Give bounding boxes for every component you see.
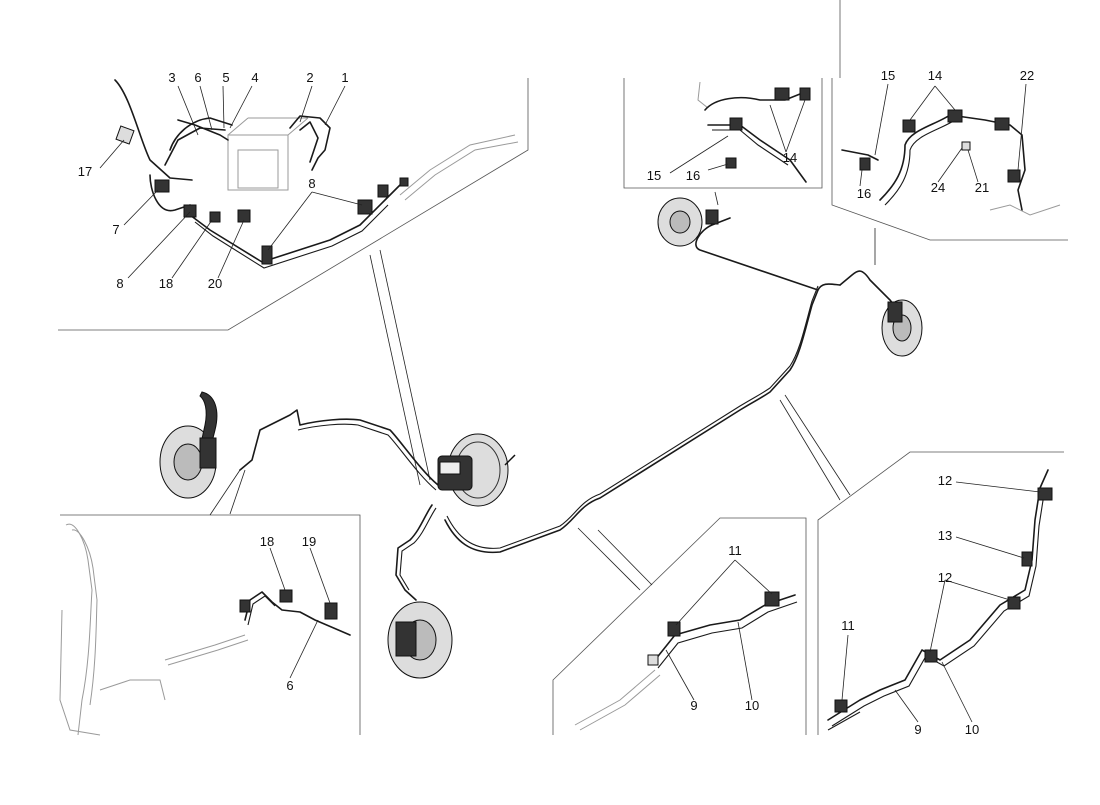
callout-cp-11: 11: [728, 543, 742, 558]
callout-abs-6: 6: [194, 70, 201, 85]
callout-cp-9: 9: [690, 698, 697, 713]
callout-rr-14: 14: [928, 68, 942, 83]
rear-right-brake-disc: [881, 299, 923, 357]
front-left-brake-disc: [159, 391, 218, 499]
callout-fh-6: 6: [286, 678, 293, 693]
callout-fh-19: 19: [302, 534, 316, 549]
callout-abs-2: 2: [306, 70, 313, 85]
callout-rp-12b: 12: [938, 570, 952, 585]
inset-rear-left-clips: [697, 81, 811, 183]
callout-leaders: [99, 83, 1041, 723]
callout-abs-3: 3: [168, 70, 175, 85]
callout-abs-5: 5: [222, 70, 229, 85]
inset-abs-unit: [114, 79, 519, 269]
callout-rr-21: 21: [975, 180, 989, 195]
callout-rp-11: 11: [841, 618, 855, 633]
callout-cp-10: 10: [745, 698, 759, 713]
callout-rl-16: 16: [686, 168, 700, 183]
callout-rr-15: 15: [881, 68, 895, 83]
inset-center-pipes: [574, 591, 798, 731]
callout-abs-8b: 8: [308, 176, 315, 191]
callout-rl-14: 14: [783, 150, 797, 165]
callout-labels: 3 6 5 4 2 1 17 7 8 18 20 8 15 14 16 15 1…: [78, 68, 1034, 737]
callout-abs-1: 1: [341, 70, 348, 85]
callout-fh-18: 18: [260, 534, 274, 549]
inset-leaders: [209, 191, 876, 591]
callout-abs-7: 7: [112, 222, 119, 237]
callout-abs-20: 20: [208, 276, 222, 291]
callout-abs-8a: 8: [116, 276, 123, 291]
callout-abs-18: 18: [159, 276, 173, 291]
main-brake-lines: [239, 217, 899, 601]
callout-rp-10: 10: [965, 722, 979, 737]
rear-left-brake-disc: [657, 197, 719, 247]
callout-rp-13: 13: [938, 528, 952, 543]
inset-frames: [58, 0, 1068, 735]
brake-servo-master-cylinder: [437, 433, 516, 507]
callout-rr-24: 24: [931, 180, 945, 195]
callout-rr-16: 16: [857, 186, 871, 201]
inset-rear-right-clips: [841, 109, 1061, 216]
callout-rp-9: 9: [914, 722, 921, 737]
callout-abs-17: 17: [78, 164, 92, 179]
inset-front-hose: [59, 523, 351, 736]
callout-rl-15a: 15: [647, 168, 661, 183]
inset-right-pipes: [827, 469, 1053, 731]
callout-rr-22: 22: [1020, 68, 1034, 83]
callout-abs-4: 4: [251, 70, 258, 85]
front-right-brake-disc: [387, 601, 453, 679]
callout-rp-12a: 12: [938, 473, 952, 488]
